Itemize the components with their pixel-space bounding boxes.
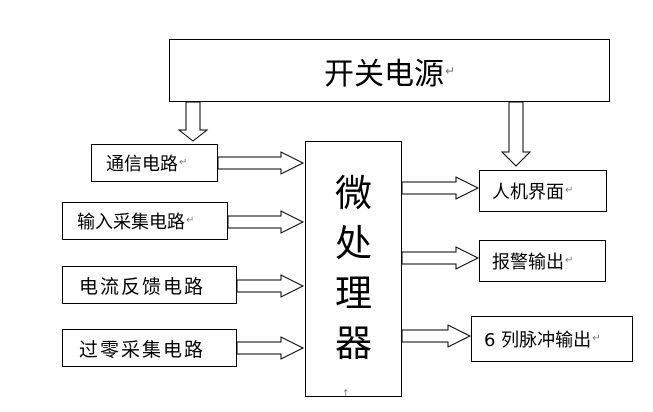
arrow-comm-to-mcu [217,151,305,175]
alarm-output-box: 报警输出↵ [479,240,606,282]
arrow-mcu-to-hmi [401,176,480,200]
paragraph-mark-icon: ↵ [186,215,195,226]
power-supply-label: 开关电源 [323,56,444,92]
zero-crossing-label: 过零采集电路 [79,338,206,361]
paragraph-mark-icon: ↵ [592,333,601,344]
current-feedback-box: 电流反馈电路 [62,266,237,304]
arrow-input-to-mcu [227,210,305,234]
hmi-label: 人机界面 [492,182,564,203]
paragraph-mark-icon: ↵ [565,185,574,196]
microprocessor-char: 器 [335,322,372,365]
anchor-mark-icon: ↑ [342,389,350,399]
arrow-mcu-to-alarm [401,246,480,270]
microprocessor-box: 微 处 理 器 [305,141,402,397]
microprocessor-char: 微 [335,172,372,215]
pulse-output-label: 6 列脉冲输出 [484,330,592,351]
arrow-curfb-to-mcu [236,274,305,298]
input-acquisition-box: 输入采集电路↵ [62,202,228,240]
arrow-power-to-comm [177,101,209,142]
hmi-box: 人机界面↵ [479,170,607,212]
arrow-mcu-to-pulse [401,324,472,348]
current-feedback-label: 电流反馈电路 [79,275,206,298]
paragraph-mark-icon: ↵ [444,63,456,78]
zero-crossing-box: 过零采集电路 [62,329,237,367]
arrow-zero-to-mcu [236,336,305,360]
power-supply-box: 开关电源↵ [169,39,610,102]
alarm-output-label: 报警输出 [492,252,564,273]
pulse-output-box: 6 列脉冲输出↵ [471,316,633,362]
microprocessor-char: 处 [335,222,372,265]
paragraph-mark-icon: ↵ [565,255,574,266]
comm-circuit-label: 通信电路 [106,154,178,175]
arrow-power-to-hmi [500,101,532,167]
paragraph-mark-icon: ↵ [179,157,188,168]
comm-circuit-box: 通信电路↵ [91,144,218,182]
input-acquisition-label: 输入采集电路 [77,212,185,233]
microprocessor-char: 理 [335,272,372,315]
